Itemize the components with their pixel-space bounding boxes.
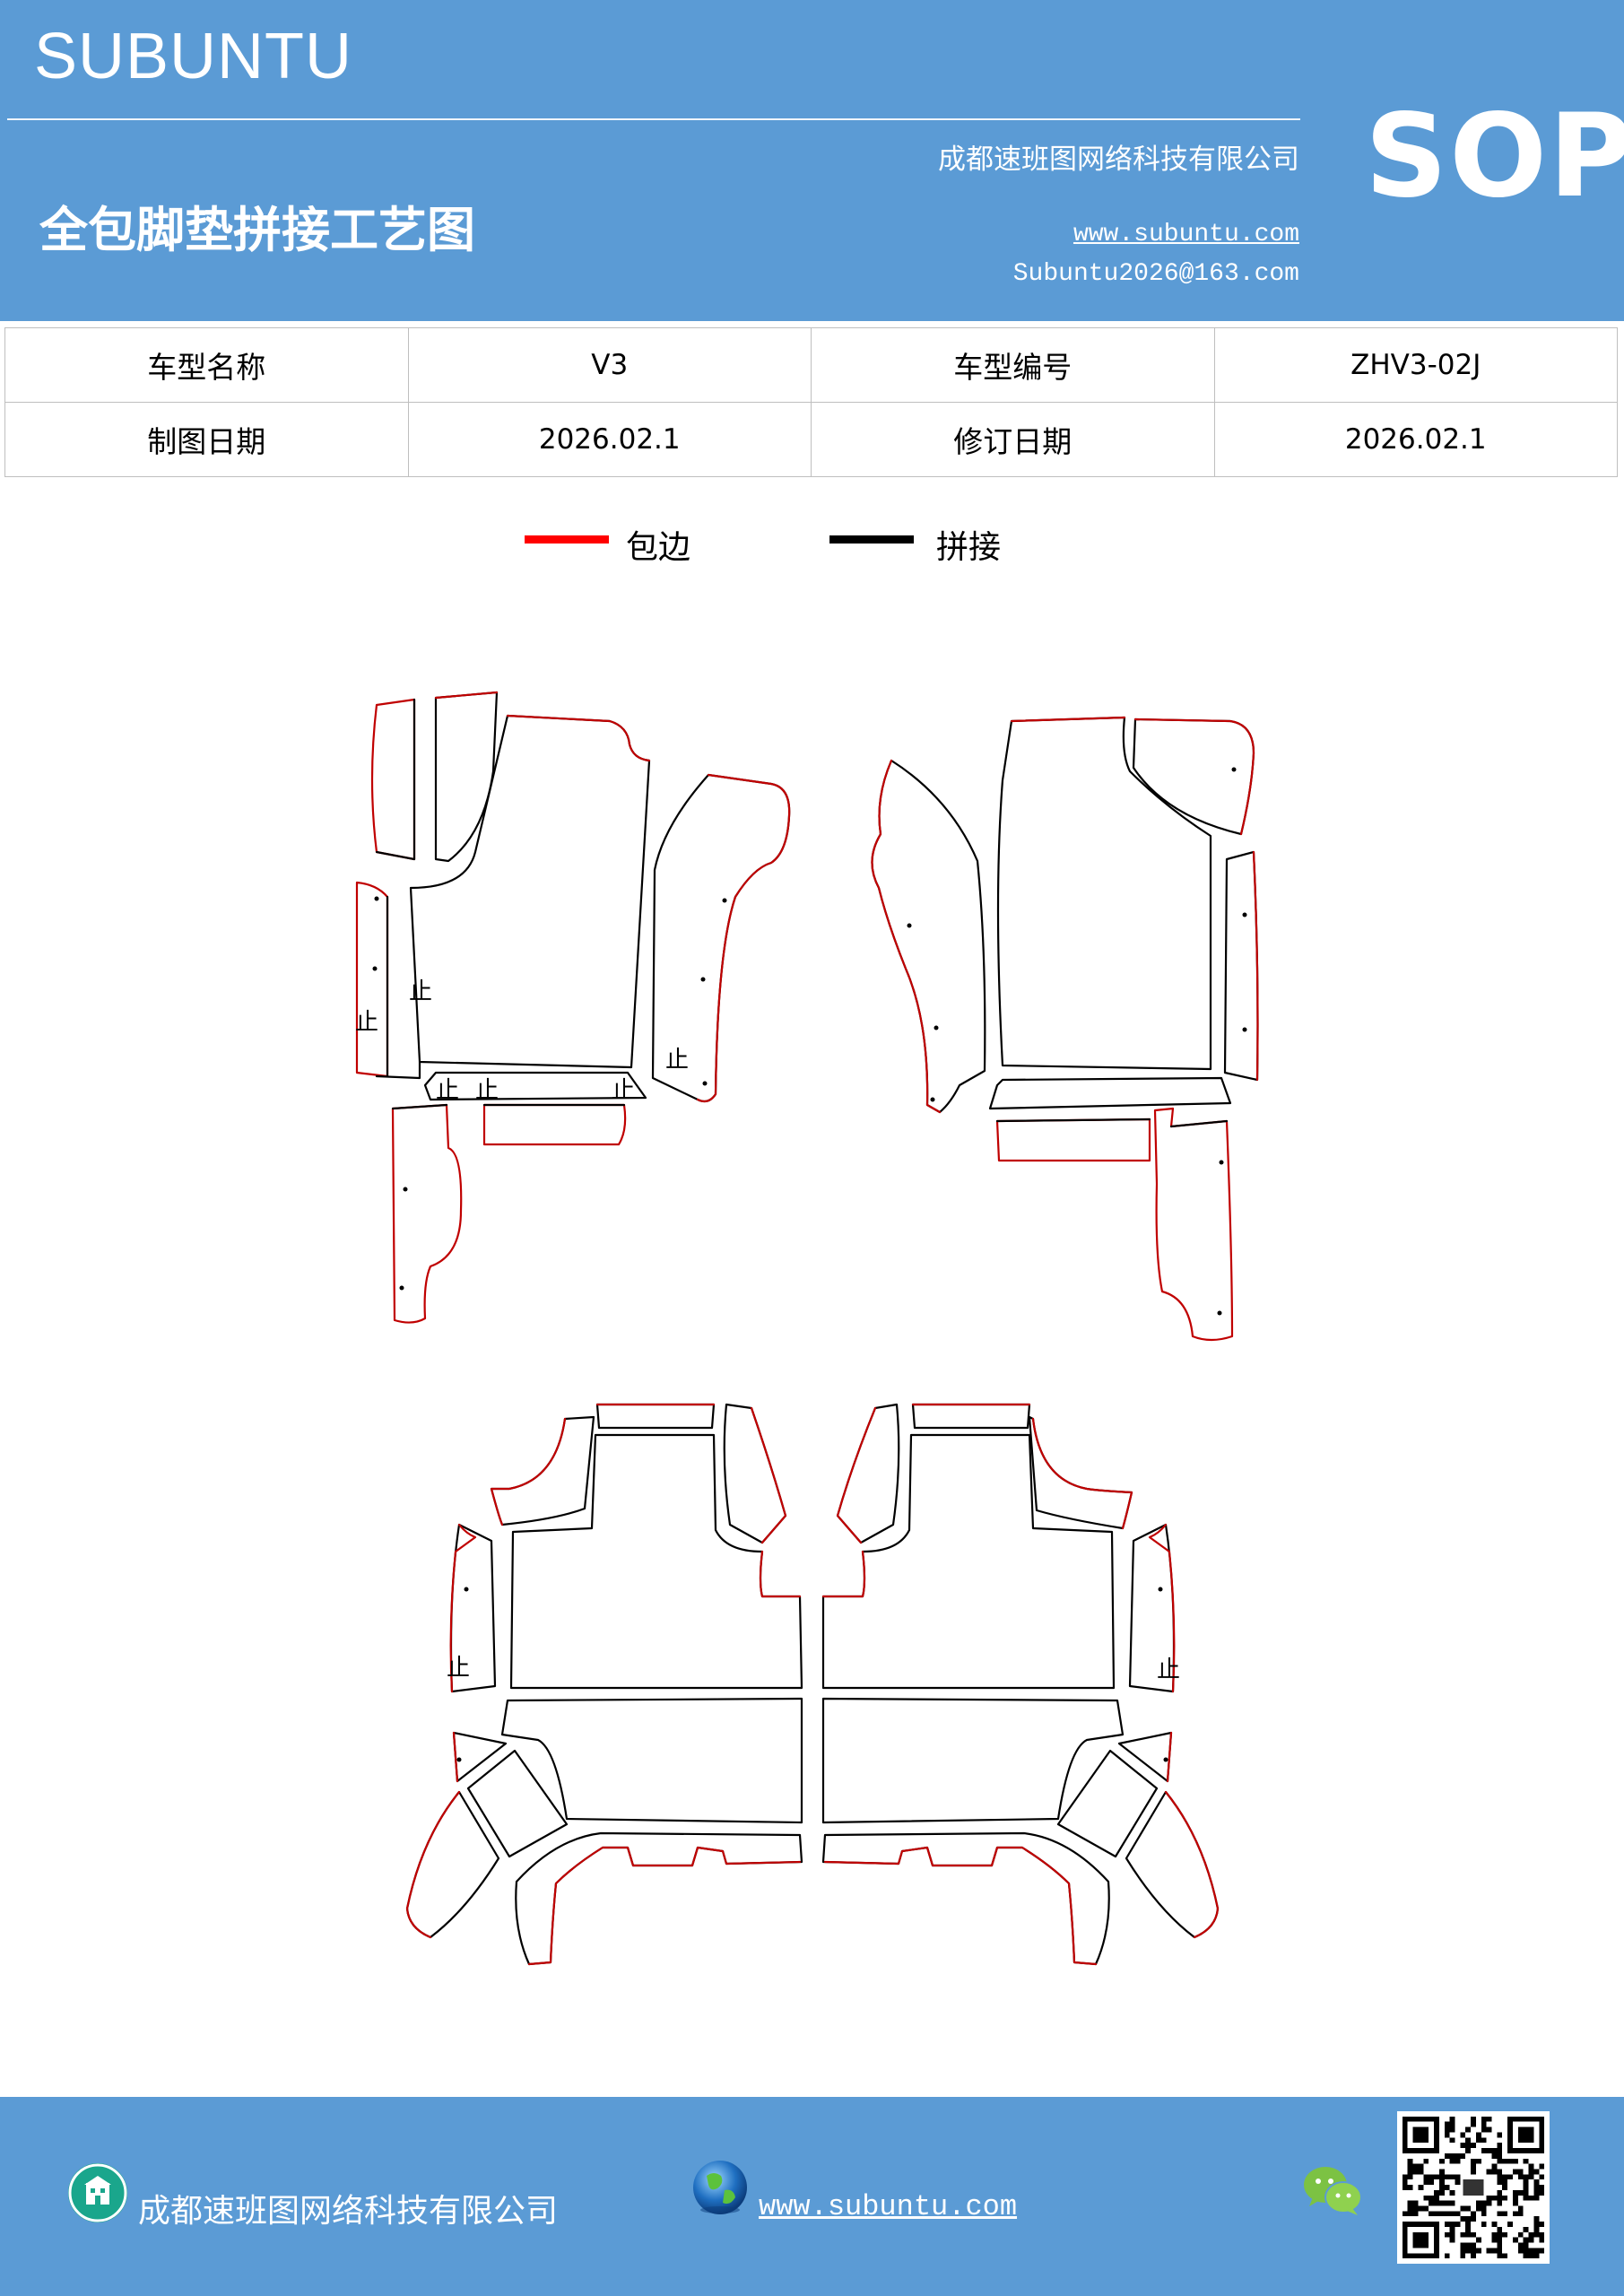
mat-piece (871, 759, 986, 1114)
mat-piece (821, 1831, 1110, 1966)
mat-piece (423, 1071, 647, 1101)
mat-piece (821, 1697, 1125, 1824)
mat-piece (1153, 1107, 1234, 1342)
mat-piece (482, 1103, 627, 1146)
front-left-mat-group (355, 691, 791, 1324)
mat-piece (370, 698, 416, 861)
footer-website-link[interactable]: www.subuntu.com (759, 2190, 1018, 2223)
footer-banner: 成都速班图网络科技有限公司 www.subuntu.com (0, 2097, 1624, 2296)
stop-marker: 止 (665, 1047, 689, 1074)
stop-marker: 止 (447, 1655, 470, 1682)
mat-piece (595, 1403, 716, 1430)
sop-mark: SOP (1365, 90, 1624, 223)
model-code-label: 车型编号 (811, 327, 1215, 403)
header-email: Subuntu2026@163.com (1012, 260, 1299, 288)
mat-piece (911, 1403, 1031, 1430)
mat-piece (988, 1076, 1232, 1110)
model-code-value: ZHV3-02J (1213, 327, 1618, 403)
mat-piece (434, 691, 499, 863)
stop-marker: 止 (436, 1077, 459, 1104)
revision-date-label: 修订日期 (811, 402, 1215, 477)
brand-name: SUBUNTU (34, 21, 353, 92)
mat-piece (1223, 850, 1259, 1082)
wechat-icon[interactable] (1302, 2163, 1365, 2217)
model-name-label: 车型名称 (4, 327, 409, 403)
mat-piece (821, 1433, 1116, 1690)
legend: 包边 拼接 (0, 525, 1624, 578)
mat-piece (723, 1403, 787, 1544)
model-name-value: V3 (407, 327, 812, 403)
stop-marker: 止 (409, 978, 432, 1005)
mat-piece (996, 716, 1212, 1071)
legend-edge-label: 包边 (626, 529, 691, 566)
rear-left-mat-group (405, 1403, 803, 1966)
table-row: 制图日期 2026.02.1 修订日期 2026.02.1 (4, 402, 1618, 477)
mat-piece (466, 1749, 569, 1858)
stop-marker: 止 (612, 1077, 635, 1104)
floor-mat-pattern-diagram: 止 止 止 止 止 止 止 止 (355, 691, 1259, 1966)
front-right-mat-group (871, 716, 1259, 1342)
mat-piece (452, 1731, 508, 1783)
table-row: 车型名称 V3 车型编号 ZHV3-02J (4, 327, 1618, 403)
mat-piece (391, 1103, 463, 1324)
stop-marker: 止 (475, 1077, 499, 1104)
stop-marker: 止 (1157, 1657, 1180, 1683)
draw-date-label: 制图日期 (4, 402, 409, 477)
stop-markers: 止 止 止 止 止 止 止 止 (355, 978, 1180, 1683)
mat-piece (500, 1697, 803, 1824)
header-website-link[interactable]: www.subuntu.com (1073, 221, 1299, 248)
building-icon (68, 2163, 127, 2222)
mat-piece (1117, 1731, 1173, 1783)
stop-marker: 止 (355, 1009, 378, 1036)
qr-code[interactable] (1397, 2111, 1550, 2264)
mat-piece (405, 1790, 500, 1939)
page-title: 全包脚垫拼接工艺图 (39, 201, 475, 258)
mat-piece (1028, 1415, 1133, 1530)
header-banner: SUBUNTU SOP 成都速班图网络科技有限公司 全包脚垫拼接工艺图 www.… (0, 0, 1624, 321)
revision-date-value: 2026.02.1 (1213, 402, 1618, 477)
mat-piece (1132, 718, 1255, 836)
mat-piece (355, 881, 389, 1078)
mat-piece (995, 1118, 1151, 1162)
mat-piece (1056, 1749, 1159, 1858)
legend-seam-label: 拼接 (936, 529, 1002, 566)
mat-piece (409, 714, 651, 1069)
mat-piece (509, 1433, 803, 1690)
draw-date-value: 2026.02.1 (407, 402, 812, 477)
mat-piece (515, 1831, 803, 1966)
legend-edge-swatch (525, 535, 609, 544)
footer-company: 成都速班图网络科技有限公司 (138, 2193, 559, 2230)
globe-icon (690, 2158, 750, 2217)
legend-seam-swatch (829, 535, 914, 544)
rear-right-mat-group (821, 1403, 1220, 1966)
header-company: 成都速班图网络科技有限公司 (938, 144, 1299, 176)
mat-piece (1125, 1790, 1220, 1939)
vehicle-info-table: 车型名称 V3 车型编号 ZHV3-02J 制图日期 2026.02.1 修订日… (4, 327, 1618, 477)
header-divider (7, 118, 1300, 120)
